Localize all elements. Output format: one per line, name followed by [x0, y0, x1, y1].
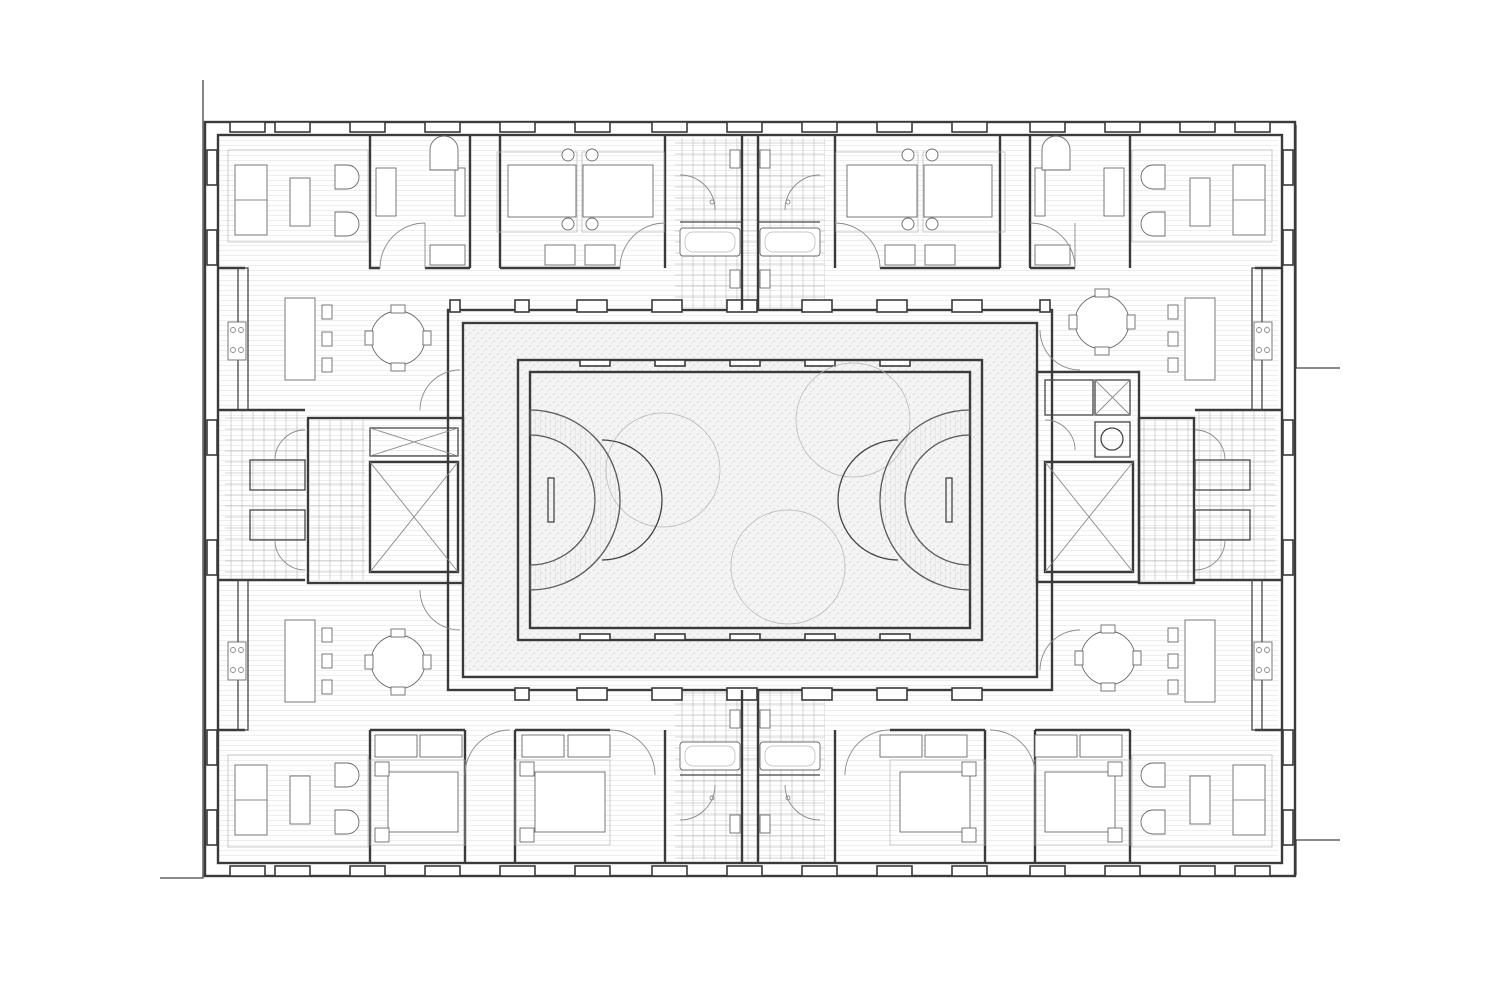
skylight-disc-icon [795, 362, 911, 478]
sofa-icon [227, 135, 1273, 848]
east-core [1035, 370, 1251, 585]
bathtub-icon [679, 227, 821, 771]
toilet-icon [709, 149, 791, 834]
skylight-disc-icon [730, 509, 846, 625]
west-core [249, 416, 465, 585]
central-atrium [446, 299, 1054, 701]
dining-table-icon [284, 288, 1216, 703]
stair-icon [529, 409, 663, 591]
bed-icon [369, 734, 1131, 846]
window-piers [206, 121, 1294, 877]
elevator-icon [368, 460, 460, 574]
bed-icon [496, 148, 1006, 266]
elevator-icon [1043, 460, 1135, 574]
stair-icon [837, 409, 971, 591]
partition-walls [218, 135, 1282, 863]
door-swing-icon [379, 174, 1081, 821]
stove-icon [227, 321, 1273, 681]
